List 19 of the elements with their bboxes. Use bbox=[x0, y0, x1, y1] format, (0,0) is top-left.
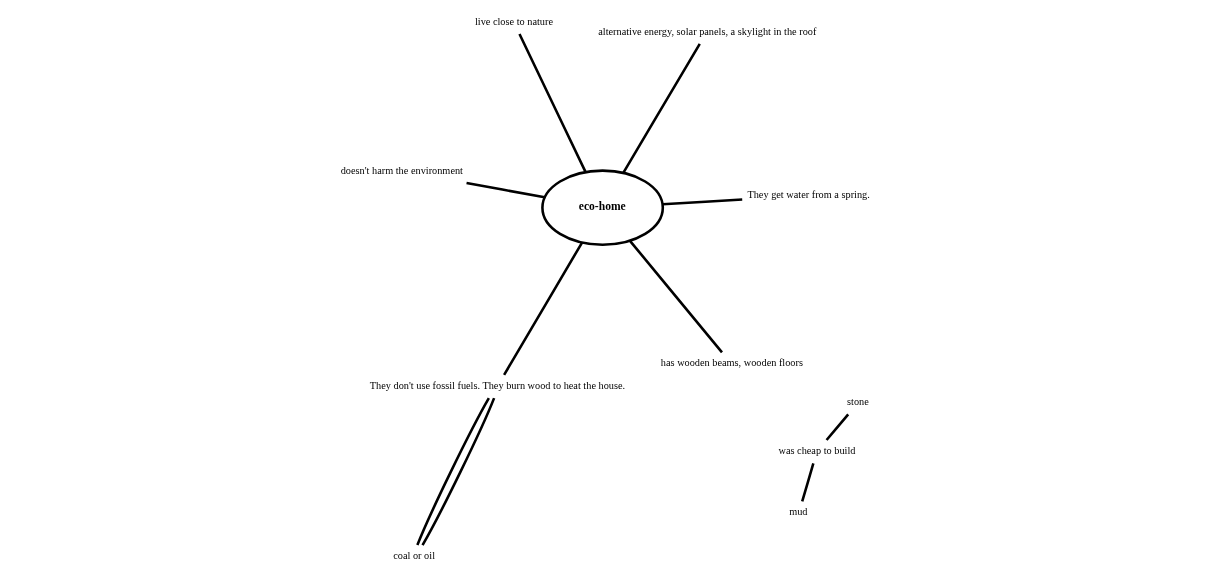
connector bbox=[465, 181, 545, 199]
node-text: doesn't harm the environment bbox=[340, 164, 463, 176]
node-text: stone bbox=[846, 396, 869, 408]
node-text: was cheap to build bbox=[778, 445, 855, 457]
node-text: coal or oil bbox=[392, 550, 435, 562]
connector bbox=[825, 413, 849, 441]
node-text: live close to nature bbox=[474, 15, 553, 27]
connector bbox=[517, 33, 587, 173]
connector bbox=[628, 240, 723, 354]
node-text: mud bbox=[788, 506, 807, 518]
connector bbox=[502, 241, 583, 376]
node-text: has wooden beams, wooden floors bbox=[660, 357, 803, 369]
connector bbox=[800, 463, 815, 502]
node-ellipse: eco-home bbox=[540, 169, 664, 246]
connector bbox=[662, 198, 742, 206]
node-text: alternative energy, solar panels, a skylight in the roof bbox=[597, 25, 816, 37]
node-text: They don't use fossil fuels. They burn wood to heat the house. bbox=[369, 379, 625, 391]
node-text: They get water from a spring. bbox=[746, 189, 870, 201]
connector bbox=[621, 43, 701, 174]
